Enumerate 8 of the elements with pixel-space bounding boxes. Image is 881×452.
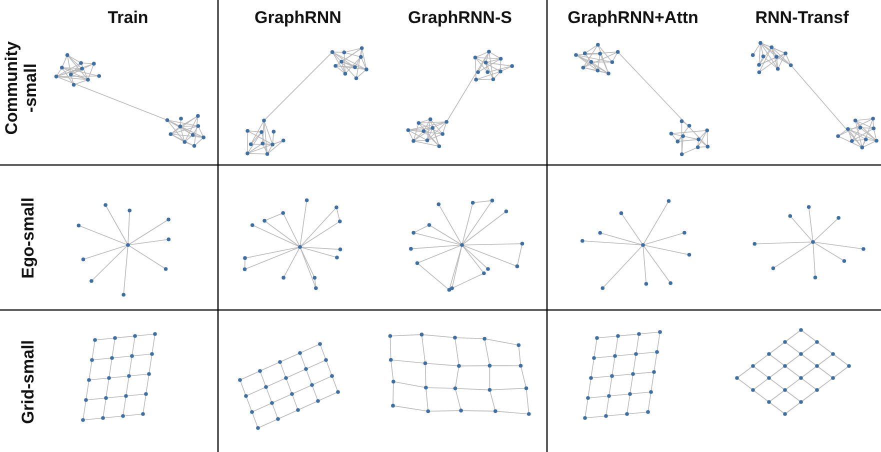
column-header: RNN-Transf <box>755 8 849 28</box>
column-header: Train <box>108 8 148 28</box>
row-label: Community -small <box>2 40 40 137</box>
column-header: GraphRNN-S <box>408 8 512 28</box>
column-header: GraphRNN+Attn <box>568 8 698 28</box>
row-label: Grid-small <box>18 338 38 426</box>
column-header: GraphRNN <box>254 8 342 28</box>
row-label: Ego-small <box>18 196 38 281</box>
